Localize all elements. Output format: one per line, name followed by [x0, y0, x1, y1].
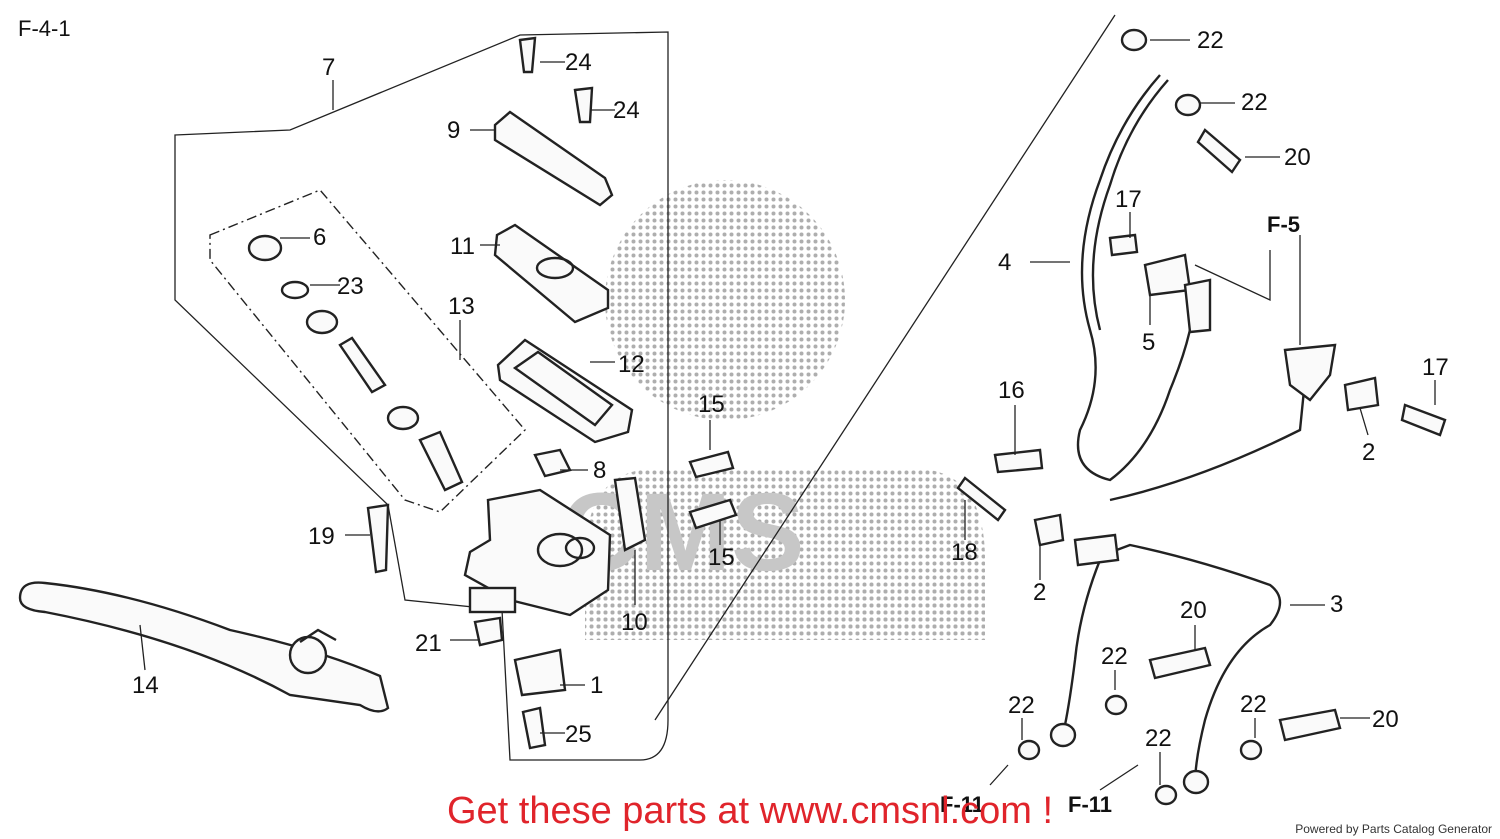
part-number-6: 6 [313, 224, 326, 251]
section-ref-f5[interactable]: F-5 [1267, 212, 1300, 237]
part-number-23: 23 [337, 273, 364, 300]
part-number-labels: 7 9 11 13 12 6 23 24 24 19 14 21 8 10 1 … [132, 27, 1449, 752]
part-number-15a: 15 [698, 391, 725, 418]
part-number-22b: 22 [1241, 89, 1268, 116]
part-number-3: 3 [1330, 591, 1343, 618]
part-number-14: 14 [132, 672, 159, 699]
generator-credit: Powered by Parts Catalog Generator [1295, 822, 1492, 836]
part-number-10: 10 [621, 609, 648, 636]
promo-link[interactable]: Get these parts at www.cmsnl.com ! [446, 790, 1054, 832]
leader-lines [139, 39, 1436, 791]
part-number-20c: 20 [1372, 706, 1399, 733]
part-number-22c: 22 [1101, 643, 1128, 670]
diaphragm[interactable] [496, 338, 634, 444]
right-hardware[interactable] [956, 28, 1447, 806]
part-number-9: 9 [447, 117, 460, 144]
part-number-12: 12 [618, 351, 645, 378]
part-number-25: 25 [565, 721, 592, 748]
part-number-11: 11 [450, 233, 475, 260]
part-number-24a: 24 [565, 49, 592, 76]
part-number-17b: 17 [1422, 354, 1449, 381]
part-number-16: 16 [998, 377, 1025, 404]
part-number-13: 13 [448, 293, 475, 320]
part-number-5: 5 [1142, 329, 1155, 356]
reservoir-plate[interactable] [493, 223, 610, 324]
part-number-19: 19 [308, 523, 335, 550]
part-number-22d: 22 [1008, 692, 1035, 719]
section-ref-f11b[interactable]: F-11 [1068, 792, 1112, 817]
section-references[interactable]: F-5 F-11 F-11 [940, 212, 1300, 817]
part-number-4: 4 [998, 249, 1011, 276]
part-number-8: 8 [593, 457, 606, 484]
part-number-24b: 24 [613, 97, 640, 124]
part-number-20b: 20 [1180, 597, 1207, 624]
part-number-21: 21 [415, 630, 442, 657]
reservoir-cap[interactable] [493, 110, 614, 207]
part-number-2b: 2 [1362, 439, 1375, 466]
part-number-22f: 22 [1145, 725, 1172, 752]
master-cylinder-outline [174, 14, 1116, 761]
brake-hose-3[interactable] [1063, 379, 1307, 786]
piston-kit[interactable] [247, 234, 464, 492]
brake-hose-4[interactable] [1076, 74, 1197, 482]
part-number-1: 1 [590, 672, 603, 699]
brake-lever[interactable] [18, 581, 390, 713]
part-number-22a: 22 [1197, 27, 1224, 54]
watermark-logo [585, 180, 985, 640]
part-number-20a: 20 [1284, 144, 1311, 171]
part-number-7: 7 [322, 54, 335, 81]
small-hardware[interactable] [366, 36, 738, 750]
part-number-2a: 2 [1033, 579, 1046, 606]
part-number-15b: 15 [708, 544, 735, 571]
master-cylinder-body[interactable] [463, 488, 612, 617]
section-ref-f11a[interactable]: F-11 [940, 792, 984, 817]
part-number-22e: 22 [1240, 691, 1267, 718]
part-number-17a: 17 [1115, 186, 1142, 213]
diagram-title: F-4-1 [18, 16, 71, 41]
part-number-18: 18 [951, 539, 978, 566]
